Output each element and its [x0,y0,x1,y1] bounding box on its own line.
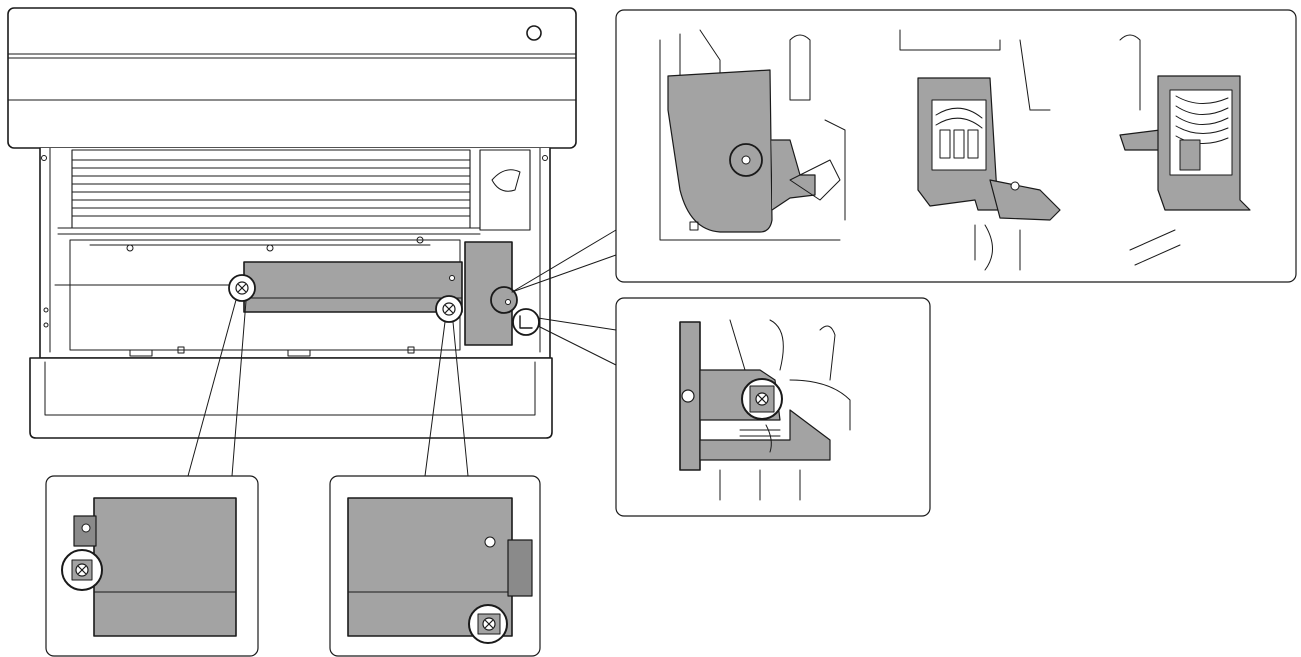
screw-icon [755,392,769,406]
cable-cover-sequence [615,9,1297,283]
callout-circle-icon [512,308,540,336]
screw-icon [482,617,496,631]
screw-icon [75,563,89,577]
front-tray [29,357,553,439]
cover-step-2 [899,29,1061,271]
screw-icon [235,281,249,295]
cable-cover-panel [464,241,513,346]
left-screw-detail [45,475,259,657]
callout-circle-icon [490,286,518,314]
printer-body [7,7,577,439]
bracket-screw-detail [615,297,931,517]
lid-indicator-icon [526,25,542,41]
leader-lines [187,229,617,477]
right-screw-detail [329,475,541,657]
maintenance-cover-panel [243,261,463,313]
cover-step-1 [659,29,846,241]
printer-top-cover [7,7,577,149]
screw-icon [442,302,456,316]
carriage-rails [57,149,481,235]
cover-step-3 [1119,34,1251,266]
